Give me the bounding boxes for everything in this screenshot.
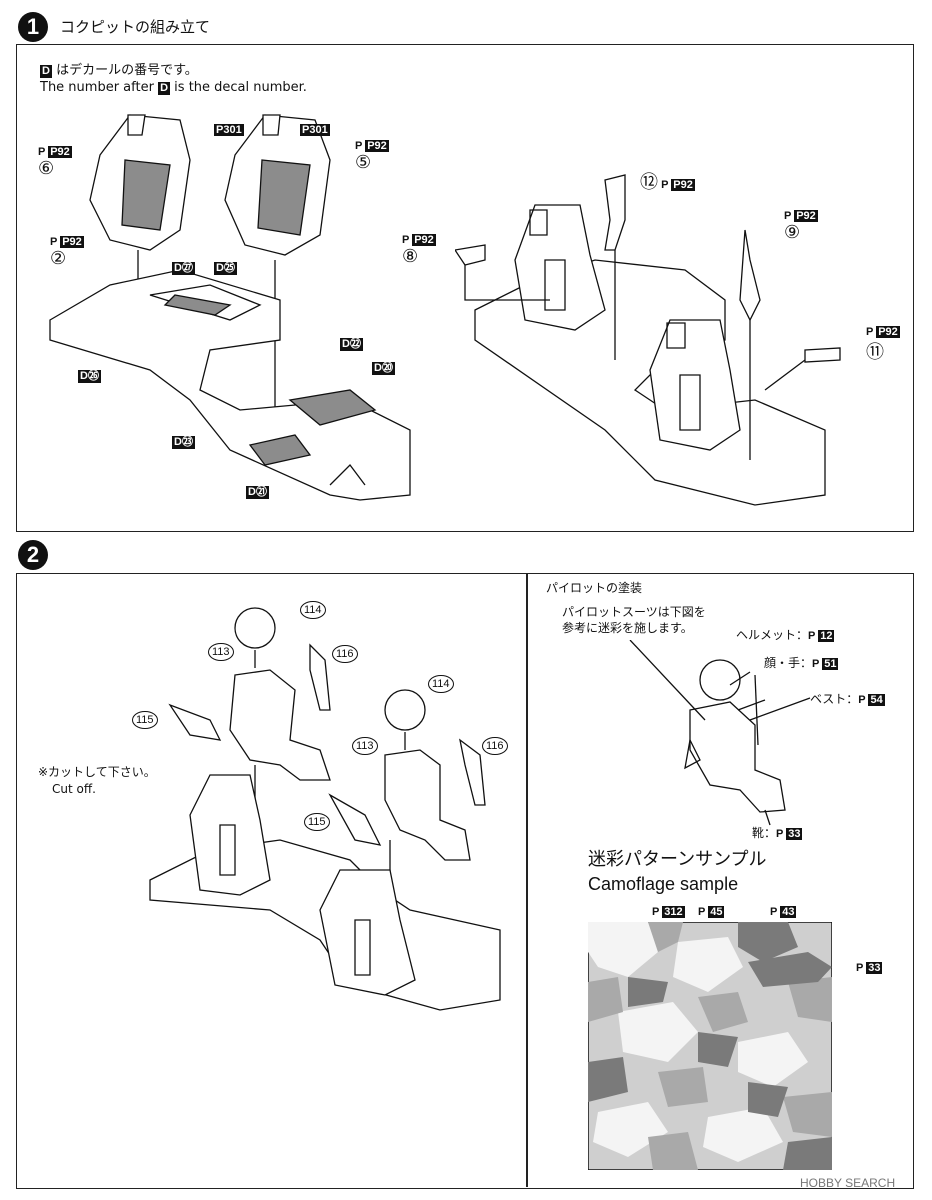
- cockpit-assembly-right-drawing: [455, 174, 841, 506]
- step-2-divider: [526, 574, 528, 1187]
- decal-23: D㉓: [172, 436, 195, 449]
- camo-title-en: Camoflage sample: [588, 874, 739, 894]
- part-114-label-2: 114: [428, 675, 454, 693]
- pilot-paint-heading: パイロットの塗装: [546, 581, 643, 595]
- watermark: HOBBY SEARCH: [800, 1176, 896, 1190]
- step-2-panel: [16, 573, 914, 1189]
- part-115-label-2: 115: [304, 813, 330, 831]
- decal-21: D㉑: [246, 486, 269, 499]
- part-114-label-1: 114: [300, 601, 326, 619]
- camo-mid-patches: [588, 922, 832, 1170]
- camo-dark-patches: [588, 922, 832, 1170]
- camo-light-patches: [588, 922, 808, 1162]
- suit-note: パイロットスーツは下図を 参考に迷彩を施します。: [562, 605, 706, 635]
- callout-part-12: ⑫ P P92: [640, 172, 695, 192]
- step-1-title: コクピットの組み立て: [60, 18, 211, 36]
- decal-25: D㉕: [214, 262, 237, 275]
- callout-part-2: P P92 ②: [50, 236, 84, 268]
- decal-27: D㉗: [172, 262, 195, 275]
- camo-paint-43: P 43: [770, 906, 797, 918]
- vest-paint: ベスト：P 54: [810, 692, 885, 706]
- part-116-label-2: 116: [482, 737, 508, 755]
- decal-note: D はデカールの番号です。 The number after D is the …: [40, 62, 307, 96]
- callout-part-11: P P92 ⑪: [866, 326, 900, 362]
- callout-part-6: P P92 ⑥: [38, 146, 72, 178]
- boots-paint: 靴：P 33: [752, 826, 803, 840]
- part-115-label-1: 115: [132, 711, 158, 729]
- callout-part-9: P P92 ⑨: [784, 210, 818, 242]
- cockpit-assembly-left-drawing: [49, 114, 411, 501]
- painted-pilot-drawing: [629, 640, 811, 826]
- part-113-label-2: 113: [352, 737, 378, 755]
- step-1-number: 1: [18, 12, 48, 42]
- seat-paint-label-1: P301: [214, 124, 244, 136]
- camo-sample: [588, 922, 832, 1170]
- callout-part-5: P P92 ⑤: [355, 140, 389, 172]
- decal-20: D⑳: [372, 362, 395, 375]
- step-1-panel: [16, 44, 914, 532]
- pilot-assembly-drawing: [149, 607, 501, 1011]
- camo-paint-33: P 33: [856, 962, 883, 974]
- cut-note-en: Cut off.: [52, 782, 96, 796]
- helmet-paint: ヘルメット：P 12: [736, 628, 835, 642]
- seat-paint-label-2: P301: [300, 124, 330, 136]
- decal-note-en: The number after D is the decal number.: [40, 80, 307, 95]
- cut-note-jp: ※カットして下さい。: [38, 765, 156, 779]
- camo-paint-45: P 45: [698, 906, 725, 918]
- camo-title: 迷彩パターンサンプル Camoflage sample: [588, 848, 767, 896]
- decal-26: D㉖: [78, 370, 101, 383]
- cut-note: ※カットして下さい。 Cut off.: [38, 764, 156, 798]
- camo-title-jp: 迷彩パターンサンプル: [588, 849, 767, 870]
- decal-22: D㉒: [340, 338, 363, 351]
- decal-note-jp: D はデカールの番号です。: [40, 63, 198, 78]
- step-2-number: 2: [18, 540, 48, 570]
- camo-paint-312: P 312: [652, 906, 685, 918]
- part-113-label-1: 113: [208, 643, 234, 661]
- decal-badge: D: [40, 65, 52, 78]
- face-hand-paint: 顔・手：P 51: [764, 656, 839, 670]
- part-116-label-1: 116: [332, 645, 358, 663]
- callout-part-8: P P92 ⑧: [402, 234, 436, 266]
